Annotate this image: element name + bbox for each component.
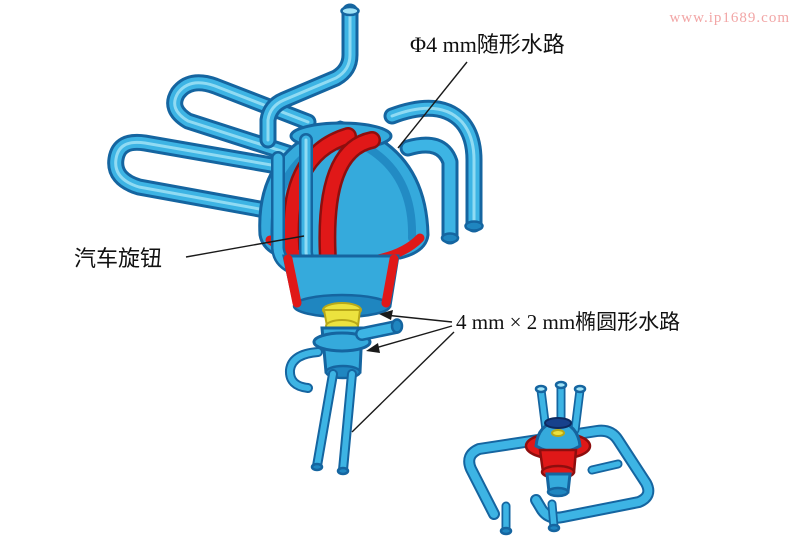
main-assembly	[116, 5, 484, 476]
inset-yellow-dot	[551, 429, 565, 437]
inset-stub-cap	[573, 384, 587, 394]
outlet-end-1	[310, 462, 324, 472]
stub-open-end	[390, 318, 404, 334]
outlet-tube-1	[317, 374, 333, 466]
knob-red-band-center-fill	[320, 133, 379, 267]
arrowhead-elliptical-2	[366, 343, 380, 353]
leader-line-elliptical-1	[384, 314, 453, 323]
inset-bottom-stubs	[499, 464, 618, 536]
left-elbow-tube	[290, 352, 318, 388]
outlet-tube-2	[343, 374, 352, 470]
inset-core	[524, 417, 592, 498]
elliptical-channel-stub	[362, 327, 396, 334]
arrowhead-elliptical-1	[379, 310, 393, 320]
inset-stub-cap	[554, 380, 568, 390]
drum-red-stripe-right	[381, 254, 399, 308]
tube-open-end	[464, 220, 484, 232]
leader-line-knob	[185, 235, 305, 258]
inset-navy-cap	[544, 417, 572, 429]
elliptical-channel-label: 4 mm × 2 mm椭圆形水路	[456, 310, 681, 334]
conformal-channel-label: Φ4 mm随形水路	[410, 32, 565, 57]
knob-label: 汽车旋钮	[74, 246, 163, 271]
tube-end-cap	[340, 5, 360, 17]
drum-red-stripe-left	[283, 254, 302, 308]
inset-top-stubs	[534, 380, 587, 430]
leader-line-elliptical-3	[351, 331, 455, 433]
inset-stub-cap	[534, 384, 548, 394]
detail-inset	[469, 380, 648, 536]
tube-open-end	[440, 232, 460, 244]
right-cooling-tubes	[392, 108, 484, 244]
inset-stub-end	[547, 523, 561, 533]
mold-core-stack	[282, 254, 404, 476]
inset-lower-base	[546, 486, 570, 498]
inlet-tube-top	[268, 5, 360, 140]
leader-lines	[185, 61, 468, 433]
inset-stub-end	[499, 526, 513, 536]
outlet-end-2	[336, 466, 350, 476]
watermark: www.ip1689.com	[669, 10, 790, 26]
leader-line-conformal	[397, 61, 468, 149]
leader-line-elliptical-2	[371, 325, 453, 350]
